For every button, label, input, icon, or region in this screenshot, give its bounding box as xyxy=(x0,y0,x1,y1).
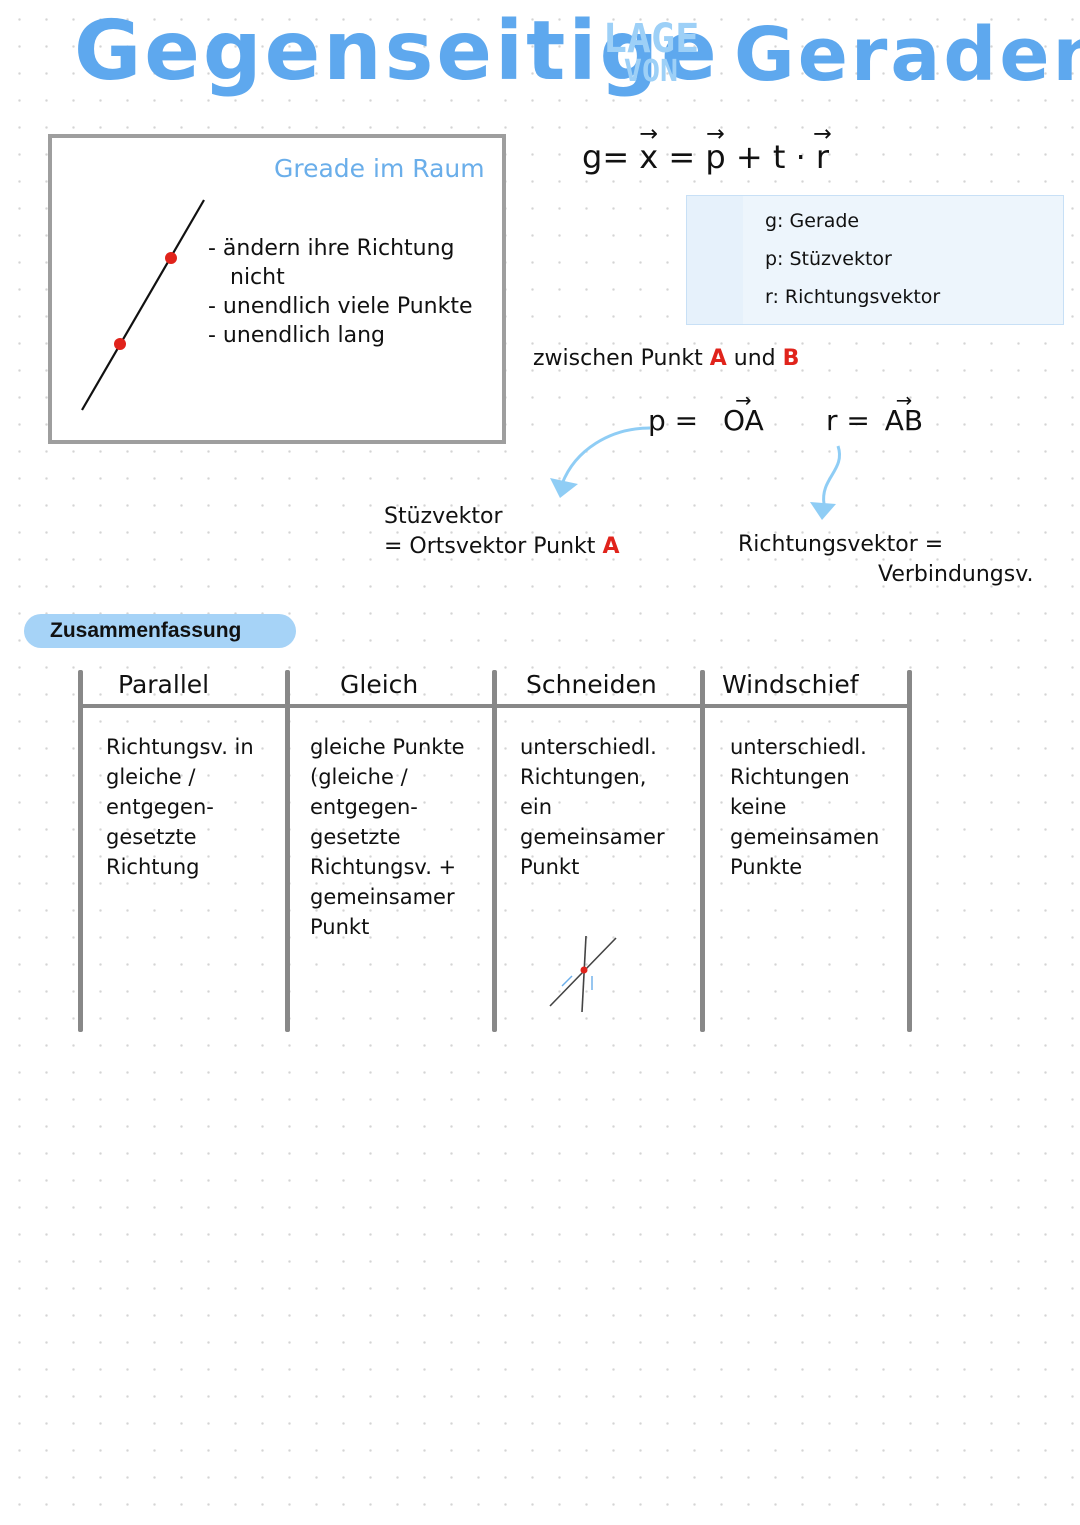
header-parallel: Parallel xyxy=(118,670,210,699)
cell-schneiden: unterschiedl. Richtungen, ein gemeinsame… xyxy=(520,735,665,879)
cell-parallel: Richtungsv. in gleiche / entgegen- geset… xyxy=(106,735,254,879)
legend-p: p: Stüzvektor xyxy=(765,248,892,270)
bullet-3: - unendlich lang xyxy=(208,323,386,348)
title-von: VON xyxy=(623,54,679,89)
richtungsvektor-note: Richtungsvektor = Verbindungsv. xyxy=(738,530,1034,590)
title-part2: Geraden xyxy=(734,12,1080,98)
vector-r: r xyxy=(816,138,829,176)
table-border-4 xyxy=(907,670,912,1032)
vector-x: x xyxy=(639,138,658,176)
table-border-2 xyxy=(492,670,497,1032)
vector-p-assignment: p = OA xyxy=(648,404,764,437)
richtung-line1: Richtungsvektor = xyxy=(738,532,944,557)
line-in-space-card: Greade im Raum - ändern ihre Richtung ni… xyxy=(48,134,506,444)
connector-arrows xyxy=(550,426,841,520)
summary-badge: Zusammenfassung xyxy=(24,614,296,648)
bullet-1: - ändern ihre Richtung xyxy=(208,236,455,261)
stuetzvektor-note: Stüzvektor = Ortsvektor Punkt A xyxy=(384,502,619,562)
bullet-2: - unendlich viele Punkte xyxy=(208,294,473,319)
vector-oa: OA xyxy=(723,404,764,437)
table-border-0 xyxy=(78,670,83,1032)
cell-gleich: gleiche Punkte (gleiche / entgegen- gese… xyxy=(310,735,465,939)
point-marker-lower xyxy=(114,338,126,350)
title-lage-von: LAGE VON xyxy=(592,16,710,89)
between-points: zwischen Punkt A und B xyxy=(533,346,800,371)
header-windschief: Windschief xyxy=(722,670,859,699)
stuetz-point-a: A xyxy=(602,534,620,559)
card-bullets: - ändern ihre Richtung nicht - unendlich… xyxy=(208,234,473,350)
sketch-intersection-point xyxy=(580,966,588,974)
richtung-line2: Verbindungsv. xyxy=(878,562,1034,587)
header-gleich: Gleich xyxy=(340,670,419,699)
table-border-3 xyxy=(700,670,705,1032)
summary-table: Parallel Gleich Schneiden Windschief Ric… xyxy=(78,670,914,1032)
table-header-rule xyxy=(78,704,912,708)
arrow-head-richtung xyxy=(810,502,836,520)
title-part1: Gegenseitige xyxy=(74,4,720,99)
arrow-to-stuetz xyxy=(560,426,651,485)
sketch-line-2 xyxy=(581,935,587,1013)
cell-windschief: unterschiedl. Richtungen keine gemeinsam… xyxy=(730,735,880,879)
line-sketch xyxy=(81,199,205,411)
point-marker-upper xyxy=(165,252,177,264)
legend-list: g: Gerade p: Stüzvektor r: Richtungsvekt… xyxy=(765,202,940,316)
card-heading: Greade im Raum xyxy=(274,154,485,183)
vector-r-assignment: r = AB xyxy=(826,404,923,437)
point-a-label: A xyxy=(709,346,727,371)
legend-g: g: Gerade xyxy=(765,210,860,232)
page-title: Gegenseitige xyxy=(74,4,720,99)
point-b-label: B xyxy=(782,346,800,371)
stuetz-line1: Stüzvektor xyxy=(384,504,503,529)
arrow-head-stuetz xyxy=(550,478,578,498)
stuetz-line2: = Ortsvektor Punkt A xyxy=(384,534,620,559)
header-schneiden: Schneiden xyxy=(526,670,657,699)
legend-r: r: Richtungsvektor xyxy=(765,286,941,308)
legend-box: g: Gerade p: Stüzvektor r: Richtungsvekt… xyxy=(686,195,1064,325)
line-stroke xyxy=(81,199,205,411)
arrow-to-richtung xyxy=(822,445,841,505)
sketch-direction-1 xyxy=(561,975,573,987)
bullet-1b: nicht xyxy=(230,265,285,290)
table-border-1 xyxy=(285,670,290,1032)
vector-p: p xyxy=(705,138,725,176)
vector-ab: AB xyxy=(885,404,923,437)
intersection-sketch xyxy=(549,935,617,1013)
legend-inner xyxy=(743,196,1063,324)
param-t: + t · xyxy=(735,138,806,176)
title-lage: LAGE xyxy=(602,16,700,62)
line-equation: g= x = p + t · r xyxy=(582,138,829,176)
